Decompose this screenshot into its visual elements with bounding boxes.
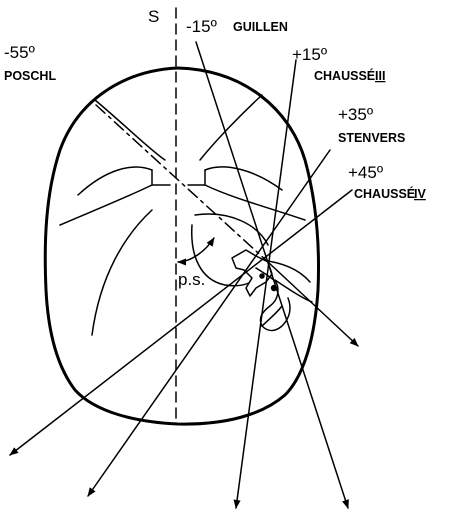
skull-outline	[43, 66, 320, 426]
labyrinth-dot	[259, 273, 265, 279]
ps-label: p.s.	[178, 270, 205, 289]
stenvers-angle: +35º	[338, 105, 373, 124]
frontal-sinus-curve-left	[94, 99, 166, 161]
sella-right	[187, 169, 206, 186]
chausse-iv-numeral: IV	[414, 187, 426, 201]
chausse-iv-projection-arrow	[9, 189, 353, 456]
skull-internal-structures	[59, 94, 313, 336]
poschl-angle: -55º	[4, 43, 35, 62]
ps-angle-arc	[177, 237, 215, 266]
chausse-iii-name: CHAUSSÉ	[314, 68, 375, 83]
poschl-line	[95, 104, 269, 263]
guillen-name: GUILLEN	[233, 20, 288, 34]
chausse-iv-angle: +45º	[348, 163, 383, 182]
poschl-name: POSCHL	[4, 69, 56, 83]
stenvers-name: STENVERS	[338, 131, 405, 145]
guillen-projection-arrow	[195, 41, 349, 509]
inner-ear-outline	[255, 267, 283, 327]
petrous-bone-detail	[231, 249, 291, 332]
stenvers-projection-arrow	[87, 149, 331, 497]
chausse-iii-numeral: III	[375, 69, 385, 83]
middle-fossa-left	[91, 209, 153, 336]
poschl-projection-arrow	[267, 261, 359, 347]
orbit-roof-left	[77, 166, 153, 196]
mastoid-outline	[261, 297, 291, 332]
sella-left	[151, 169, 171, 186]
chausse-iv-name: CHAUSSÉ	[354, 186, 415, 201]
anterior-fossa-right	[204, 184, 306, 221]
chausse-iii-projection-arrow	[233, 59, 297, 509]
anterior-fossa-left	[59, 184, 153, 226]
chausse-iii-angle: +15º	[292, 45, 327, 64]
sagittal-letter: S	[148, 7, 159, 26]
guillen-angle: -15º	[186, 17, 217, 36]
middle-fossa-right	[194, 213, 269, 246]
orbit-roof-right	[204, 166, 283, 191]
